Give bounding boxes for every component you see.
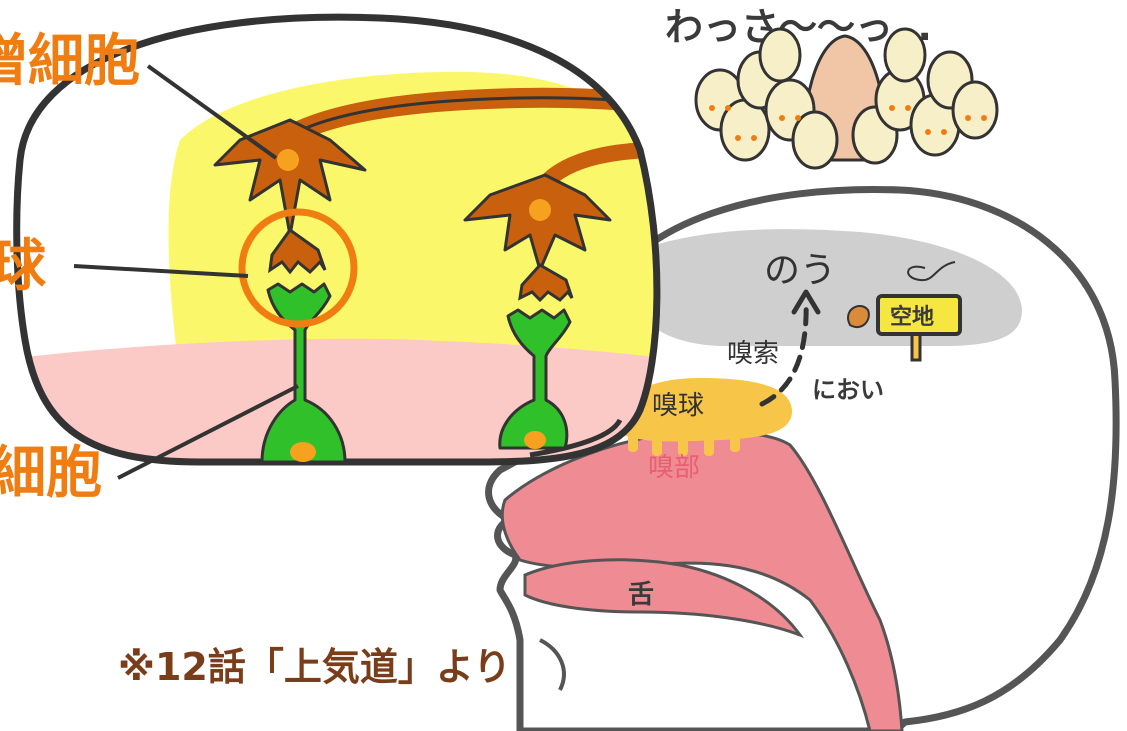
zoom-bubble: [13, 13, 661, 466]
olfactory-tract-label: 嗅索: [727, 339, 779, 369]
tongue-label: 舌: [628, 580, 654, 610]
receptor-leader-line: [117, 384, 299, 480]
bubble-outline: [13, 13, 661, 466]
left-labels: 僧細胞 球 細胞: [0, 29, 299, 506]
olfactory-bulb: [610, 378, 793, 456]
mitral-cell-left: [213, 118, 367, 275]
glomerulus-highlight-circle: [238, 208, 358, 328]
glomerulus-leader-line: [73, 264, 249, 278]
smell-label: におい: [812, 376, 884, 404]
highlight-area: [168, 71, 657, 380]
olfactory-bulb-label: 嗅球: [652, 391, 704, 421]
bubble-tail: [529, 418, 623, 458]
nose-detail: [539, 638, 566, 691]
tongue: [523, 558, 805, 639]
source-note: ※12話「上気道」より: [118, 645, 511, 689]
vacant-lot-label: 空地: [890, 304, 934, 330]
vacant-lot-sign: 空地: [876, 261, 962, 362]
arrow-head: [791, 289, 821, 315]
mitral-leader-line: [146, 64, 278, 160]
brain-label: のう: [764, 250, 836, 291]
receptor-cell-left: [260, 282, 347, 464]
mitral-cell-label: 僧細胞: [0, 29, 140, 94]
mitral-cell-right: [463, 173, 612, 303]
leaf-icon: [847, 305, 870, 329]
glomerulus-label: 球: [0, 234, 47, 299]
crowd-cheeks: [709, 105, 987, 141]
crowd-figures: [694, 27, 999, 170]
olfactory-region-label: 嗅部: [648, 453, 700, 483]
crowd-illustration: わっさ〜〜っ…: [665, 5, 999, 170]
receptor-cell-right: [498, 308, 572, 450]
receptor-cell-label: 細胞: [0, 441, 102, 506]
olfactory-tract-arrow: [759, 297, 809, 407]
